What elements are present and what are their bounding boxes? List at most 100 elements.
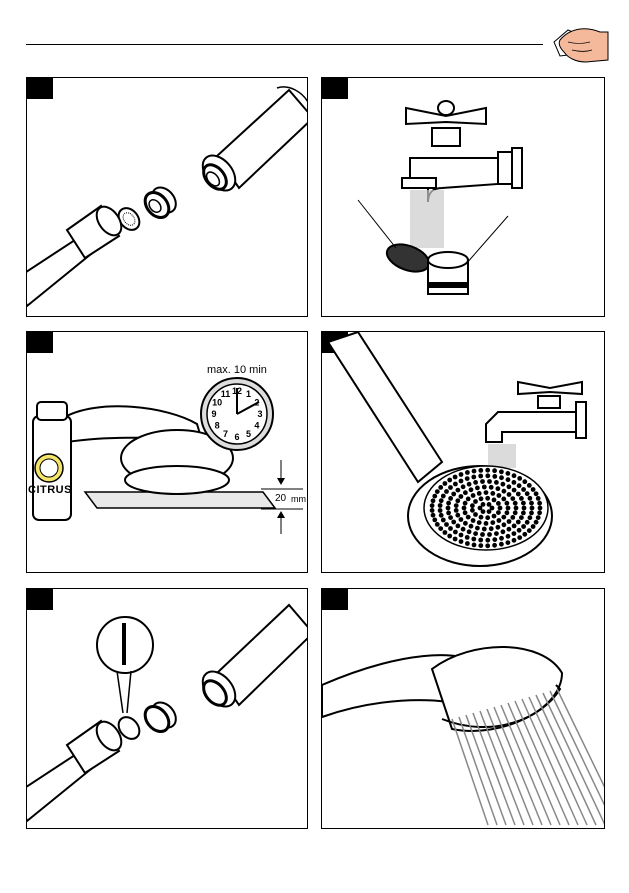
nozzle-dot bbox=[453, 537, 458, 542]
nozzle-dot bbox=[478, 543, 483, 548]
step-panel-4 bbox=[321, 331, 605, 573]
nozzle-dot bbox=[522, 506, 527, 511]
nozzle-dot bbox=[432, 494, 437, 499]
nozzle-dot bbox=[459, 533, 464, 538]
nozzle-dot bbox=[507, 492, 512, 497]
nozzle-dot bbox=[522, 532, 527, 537]
clock-numeral: 12 bbox=[232, 386, 242, 396]
nozzle-dot bbox=[482, 485, 487, 490]
nozzle-dot bbox=[470, 503, 475, 508]
nozzle-dot bbox=[507, 484, 512, 489]
nozzle-dot bbox=[536, 515, 541, 520]
nozzle-dot bbox=[527, 528, 532, 533]
nozzle-dot bbox=[492, 498, 497, 503]
nozzle-dot bbox=[506, 506, 511, 511]
nozzle-dot bbox=[473, 512, 478, 517]
nozzle-dot bbox=[497, 518, 502, 523]
nozzle-dot bbox=[471, 475, 476, 480]
step-panel-6 bbox=[321, 588, 605, 829]
nozzle-dot bbox=[456, 488, 461, 493]
nozzle-dot bbox=[494, 531, 499, 536]
nozzle-dot bbox=[461, 527, 466, 532]
nozzle-dot bbox=[496, 510, 501, 515]
nozzle-dot bbox=[485, 496, 490, 501]
nozzle-dot bbox=[431, 498, 436, 503]
nozzle-dot bbox=[528, 496, 533, 501]
nozzle-dot bbox=[443, 530, 448, 535]
water-stream-line bbox=[522, 699, 578, 825]
nozzle-dot bbox=[516, 520, 521, 525]
nozzle-dot bbox=[499, 469, 504, 474]
nozzle-dot bbox=[534, 520, 539, 525]
hand-wiping-icon bbox=[546, 22, 610, 66]
nozzle-dot bbox=[430, 508, 435, 513]
nozzle-dot bbox=[490, 520, 495, 525]
nozzle-dot bbox=[453, 530, 458, 535]
faucet-filter-illustration bbox=[322, 78, 604, 316]
nozzle-dot bbox=[538, 506, 543, 511]
nozzle-dot bbox=[441, 518, 446, 523]
nozzle-dot bbox=[451, 520, 456, 525]
nozzle-dot bbox=[465, 476, 470, 481]
nozzle-dot bbox=[478, 468, 483, 473]
nozzle-dot bbox=[496, 501, 501, 506]
nozzle-dot bbox=[484, 490, 489, 495]
nozzle-dot bbox=[443, 481, 448, 486]
nozzle-dot bbox=[519, 515, 524, 520]
nozzle-dot bbox=[517, 476, 522, 481]
nozzle-dot bbox=[521, 487, 526, 492]
depth-unit: mm bbox=[291, 494, 306, 504]
water-stream-line bbox=[515, 701, 569, 825]
water-stream-line bbox=[459, 717, 497, 825]
nozzle-dot bbox=[529, 511, 534, 516]
nozzle-dot bbox=[537, 501, 542, 506]
step-panel-5 bbox=[26, 588, 308, 829]
nozzle-dot bbox=[507, 519, 512, 524]
clock-numeral: 5 bbox=[246, 429, 251, 439]
nozzle-dot bbox=[492, 468, 497, 473]
nozzle-dot bbox=[527, 483, 532, 488]
nozzle-dot bbox=[506, 471, 511, 476]
nozzle-dot bbox=[492, 474, 497, 479]
nozzle-dot bbox=[516, 492, 521, 497]
clock-numeral: 7 bbox=[223, 429, 228, 439]
nozzle-dot bbox=[475, 526, 480, 531]
water-stream-line bbox=[536, 695, 596, 825]
nozzle-dot bbox=[477, 491, 482, 496]
nozzle-dot bbox=[485, 473, 490, 478]
nozzle-dot bbox=[448, 496, 453, 501]
nozzle-dot bbox=[496, 486, 501, 491]
rinse-shower-illustration bbox=[322, 332, 604, 572]
nozzle-dot bbox=[512, 480, 517, 485]
nozzle-dot bbox=[487, 479, 492, 484]
nozzle-dot bbox=[521, 501, 526, 506]
nozzle-dot bbox=[522, 479, 527, 484]
clock-numeral: 11 bbox=[221, 389, 231, 399]
nozzle-dot bbox=[459, 539, 464, 544]
clock-numeral: 1 bbox=[246, 389, 251, 399]
nozzle-dot bbox=[525, 491, 530, 496]
nozzle-dot bbox=[456, 524, 461, 529]
nozzle-dot bbox=[512, 538, 517, 543]
nozzle-dot bbox=[444, 489, 449, 494]
nozzle-dot bbox=[496, 525, 501, 530]
nozzle-dot bbox=[466, 515, 471, 520]
nozzle-dot bbox=[477, 520, 482, 525]
nozzle-dot bbox=[497, 493, 502, 498]
nozzle-dot bbox=[463, 510, 468, 515]
nozzle-dot bbox=[484, 521, 489, 526]
nozzle-dot bbox=[487, 509, 492, 514]
nozzle-dot bbox=[502, 522, 507, 527]
nozzle-dot bbox=[473, 480, 478, 485]
nozzle-dot bbox=[463, 521, 468, 526]
nozzle-dot bbox=[506, 534, 511, 539]
nozzle-dot bbox=[471, 518, 476, 523]
nozzle-dot bbox=[499, 542, 504, 547]
nozzle-dot bbox=[528, 515, 533, 520]
nozzle-dot bbox=[536, 496, 541, 501]
nozzle-dot bbox=[473, 531, 478, 536]
nozzle-dot bbox=[469, 487, 474, 492]
nozzle-dot bbox=[492, 514, 497, 519]
nozzle-dot bbox=[438, 508, 443, 513]
